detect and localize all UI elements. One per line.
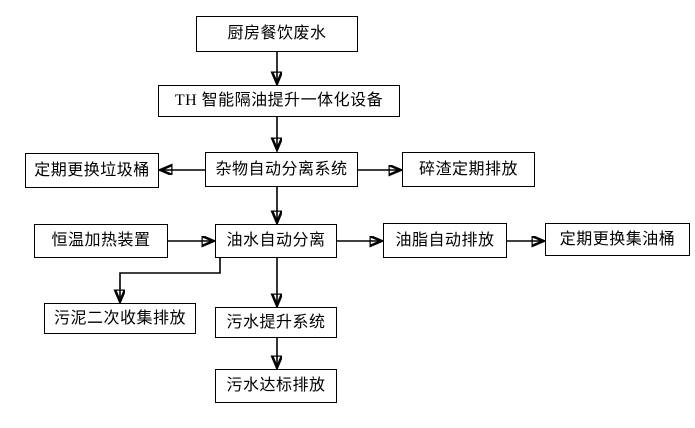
node-label: 污水达标排放 bbox=[226, 377, 326, 394]
node-constant-heating[interactable]: 恒温加热装置 bbox=[34, 224, 168, 258]
node-sewage-lift-system[interactable]: 污水提升系统 bbox=[215, 307, 337, 338]
node-label: 恒温加热装置 bbox=[51, 232, 151, 249]
node-label: 油水自动分离 bbox=[226, 232, 326, 249]
node-label: 定期更换集油桶 bbox=[559, 230, 676, 248]
node-replace-trash-bin[interactable]: 定期更换垃圾桶 bbox=[25, 153, 159, 188]
node-label: 杂物自动分离系统 bbox=[215, 160, 348, 178]
node-oil-water-separation[interactable]: 油水自动分离 bbox=[215, 224, 337, 258]
node-label: 定期更换垃圾桶 bbox=[34, 161, 150, 179]
node-label: 油脂自动排放 bbox=[395, 231, 495, 249]
node-label: 厨房餐饮废水 bbox=[227, 25, 327, 42]
node-slag-discharge[interactable]: 碎渣定期排放 bbox=[402, 152, 535, 187]
node-th-equipment[interactable]: TH 智能隔油提升一体化设备 bbox=[158, 85, 400, 117]
node-replace-oil-drum[interactable]: 定期更换集油桶 bbox=[545, 223, 690, 256]
node-kitchen-wastewater[interactable]: 厨房餐饮废水 bbox=[196, 16, 358, 52]
node-debris-separation[interactable]: 杂物自动分离系统 bbox=[205, 152, 358, 187]
node-label: 碎渣定期排放 bbox=[418, 160, 518, 178]
node-label: 污水提升系统 bbox=[226, 313, 326, 331]
node-sewage-standard-discharge[interactable]: 污水达标排放 bbox=[215, 369, 337, 403]
node-label: TH 智能隔油提升一体化设备 bbox=[174, 92, 384, 109]
node-grease-discharge[interactable]: 油脂自动排放 bbox=[383, 223, 507, 258]
node-sludge-collection[interactable]: 污泥二次收集排放 bbox=[44, 303, 196, 334]
edge-oilwater-to-sludge bbox=[120, 258, 221, 301]
node-label: 污泥二次收集排放 bbox=[53, 309, 186, 327]
